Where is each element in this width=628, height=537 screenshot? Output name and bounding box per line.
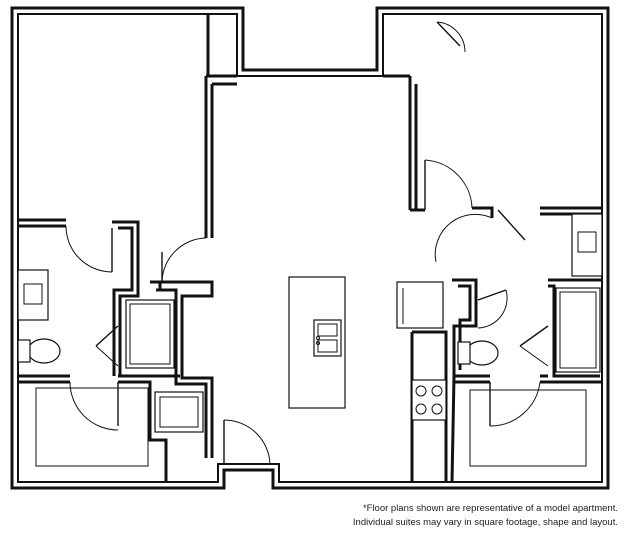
vanity-right xyxy=(571,213,603,277)
bathtub-left xyxy=(125,299,175,369)
washer-dryer xyxy=(154,391,204,433)
fixtures xyxy=(17,213,603,433)
bathtub-right xyxy=(555,287,601,373)
vanity-left xyxy=(17,269,49,321)
window-insets xyxy=(35,387,587,467)
cooktop xyxy=(411,379,447,421)
disclaimer-line-1: *Floor plans shown are representative of… xyxy=(362,503,618,514)
entry-door-top xyxy=(436,21,461,47)
toilet-right xyxy=(465,340,499,366)
interior-walls xyxy=(18,74,602,483)
disclaimer-line-2: Individual suites may vary in square foo… xyxy=(352,517,618,528)
refrigerator xyxy=(396,281,444,329)
doors xyxy=(65,21,549,465)
exterior-walls xyxy=(10,6,610,490)
toilet-left xyxy=(27,338,61,364)
